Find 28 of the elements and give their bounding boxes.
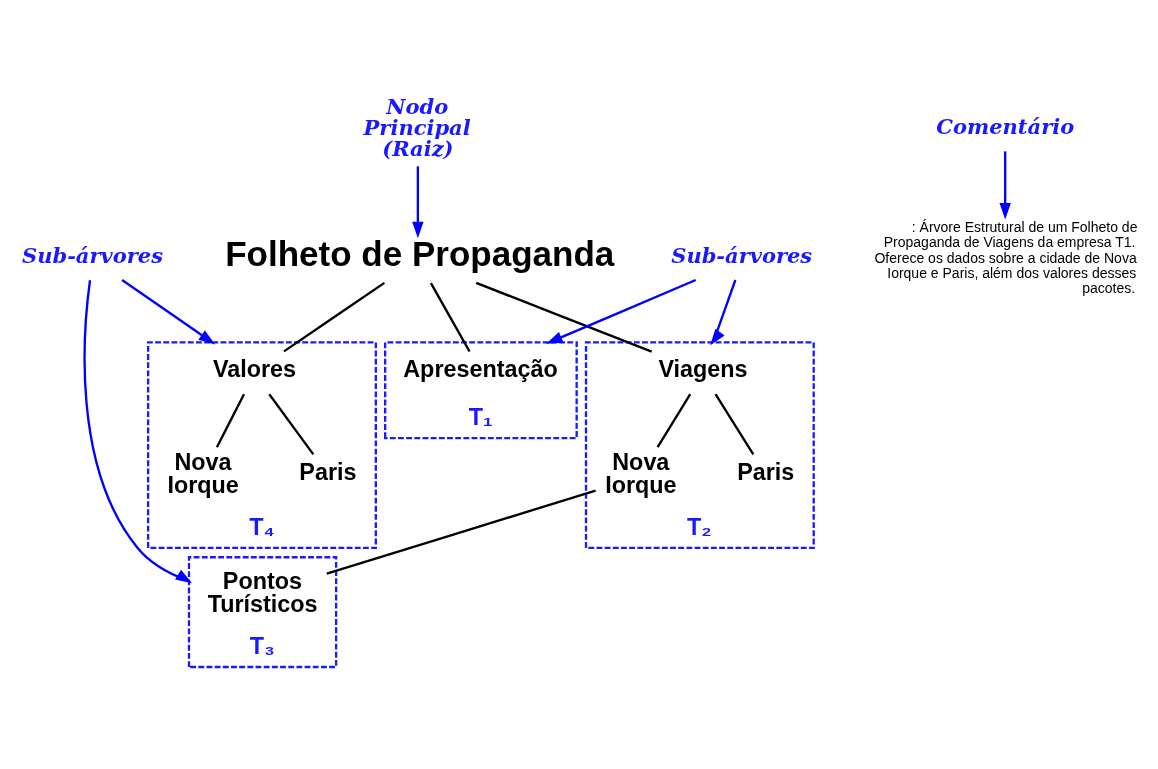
node-text: Nodo Principal (Raiz): [363, 93, 471, 161]
arrow: [999, 150, 1011, 219]
node-text: Pontos Turísticos: [207, 567, 318, 617]
node-text: Nova Iorque: [605, 448, 677, 498]
connector: [268, 393, 315, 455]
node-text: Sub-árvores: [22, 242, 163, 268]
arrow: [83, 279, 192, 583]
node-text: Paris: [737, 458, 795, 485]
node-text: Valores: [212, 355, 296, 382]
node-text: Paris: [299, 458, 357, 485]
node-text: Viagens: [658, 355, 748, 382]
connector: [215, 393, 246, 448]
node-text: Folheto de Propaganda: [225, 233, 615, 273]
node-text: : Árvore Estrutural de um Folheto de Propaganda de Viagens da empresa T1. Oferece os dados sobre a cidade de Nova Iorque e Paris, além dos valores desses pacotes.: [874, 218, 1138, 296]
arrow: [412, 165, 424, 238]
connector: [714, 393, 755, 455]
arrow: [710, 279, 737, 345]
connector: [475, 281, 653, 353]
connector: [656, 393, 692, 448]
arrow: [121, 278, 216, 344]
node-text: Apresentação: [403, 355, 558, 382]
connector: [283, 281, 386, 352]
arrow: [546, 278, 697, 344]
connector: [326, 489, 596, 575]
node-text: Comentário: [936, 113, 1075, 139]
node-text: Nova Iorque: [167, 448, 239, 498]
node-text: Sub-árvores: [671, 242, 813, 268]
connector: [429, 282, 471, 352]
